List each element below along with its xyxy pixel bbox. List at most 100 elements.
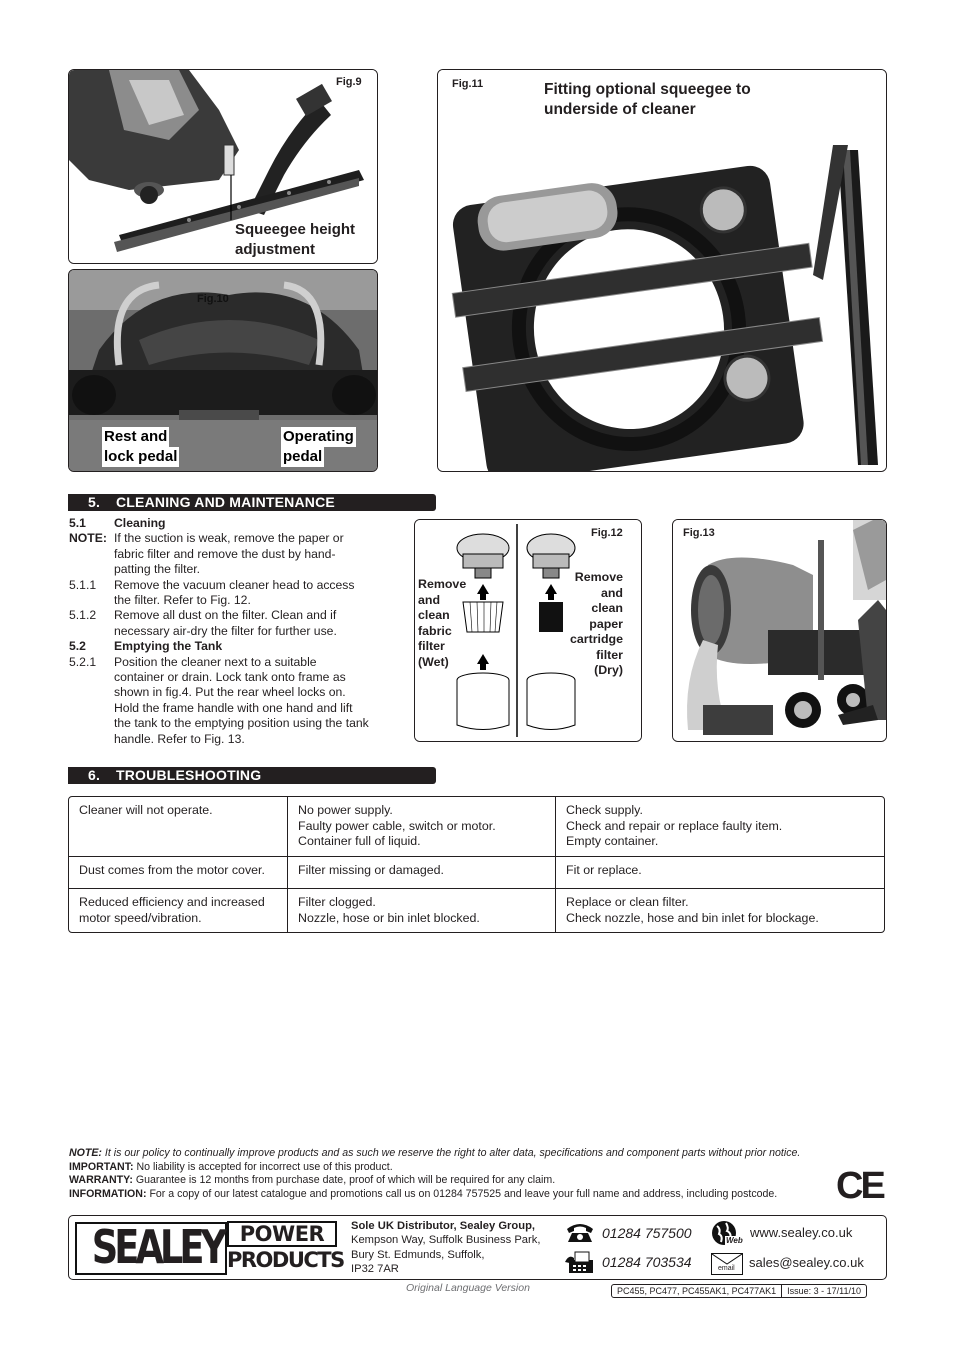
remedy-cell: Fit or replace.	[556, 857, 884, 889]
fig11-title-line1: Fitting optional squeegee to	[544, 81, 751, 98]
item-text: If the suction is weak, remove the paper…	[114, 531, 344, 577]
ce-mark: CE	[836, 1165, 886, 1207]
fig9-caption: Squeegee height adjustment	[235, 220, 355, 260]
envelope-icon	[712, 1254, 742, 1265]
remedy-cell: Check supply.Check and repair or replace…	[556, 797, 884, 857]
fig12-right-line: cartridge	[569, 632, 623, 646]
fig12-right-line: clean	[591, 601, 623, 615]
distributor: Sole UK Distributor, Sealey Group,	[351, 1220, 536, 1232]
fig12-label: Fig.12	[591, 527, 623, 539]
warranty-note: WARRANTY: Guarantee is 12 months from pu…	[69, 1174, 555, 1188]
fig12-right-line: (Dry)	[594, 663, 623, 677]
fig12-right-line: Remove	[574, 570, 623, 584]
figure-9: Fig.9 Squeegee height adjustment	[68, 69, 378, 264]
model-codes: PC455, PC477, PC455AK1, PC477AK1	[617, 1286, 777, 1296]
web-link[interactable]: www.sealey.co.uk	[750, 1225, 853, 1240]
table-row: Dust comes from the motor cover. Filter …	[69, 857, 884, 889]
note-text: It is our policy to continually improve …	[104, 1147, 801, 1159]
cell-line: Filter clogged.	[298, 895, 376, 909]
fig13-label: Fig.13	[683, 527, 715, 539]
cell-line: Nozzle, hose or bin inlet blocked.	[298, 910, 480, 925]
fig12-left-line: fabric	[418, 623, 452, 638]
figure-12: Fig.12 Remove and clean fabric filter (W…	[414, 519, 642, 742]
fig11-title-line2: underside of cleaner	[544, 101, 696, 118]
cell-line: Check supply.	[566, 803, 643, 817]
problem-cell: Dust comes from the motor cover.	[69, 857, 288, 889]
section-6-title: TROUBLESHOOTING	[116, 767, 262, 783]
logo-brand: SEALEY	[91, 1220, 227, 1274]
section-6-number: 6.	[88, 767, 101, 783]
fig10-caption-left: Rest and lock pedal	[102, 427, 180, 467]
figure-10: Fig.10 Rest and lock pedal Operating ped…	[68, 269, 378, 472]
fig9-caption-line1: Squeegee height	[235, 221, 356, 238]
cell-line: Replace or clean filter.	[566, 895, 689, 909]
email-icon-label: email	[718, 1265, 735, 1272]
cell-line: Fit or replace.	[566, 863, 642, 877]
web-icon-label: Web	[725, 1236, 744, 1245]
fig10-caption-right: Operating pedal	[281, 427, 356, 467]
fig12-left-line: and	[418, 592, 441, 607]
section-5-number: 5.	[88, 494, 101, 510]
warranty-label: WARRANTY:	[69, 1174, 133, 1186]
information-label: INFORMATION:	[69, 1188, 147, 1200]
item-note: NOTE:If the suction is weak, remove the …	[69, 531, 369, 577]
cell-line: Check and repair or replace faulty item.	[566, 818, 783, 833]
fig11-title: Fitting optional squeegee to underside o…	[544, 80, 751, 120]
address-line: Bury St. Edmunds, Suffolk,	[351, 1248, 485, 1261]
fig12-right-caption: Remove and clean paper cartridge filter …	[570, 570, 623, 679]
item-text: Position the cleaner next to a suitable …	[114, 654, 369, 746]
fax-icon	[565, 1251, 593, 1273]
policy-note: NOTE: It is our policy to continually im…	[69, 1147, 800, 1161]
underside-photo	[438, 70, 886, 471]
globe-web-icon: Web	[711, 1220, 745, 1246]
item-num: 5.2	[69, 639, 86, 654]
fig12-left-line: filter	[418, 639, 445, 653]
item-5-2-1: 5.2.1 Position the cleaner next to a suit…	[69, 655, 369, 747]
important-note: IMPORTANT: No liability is accepted for …	[69, 1161, 393, 1175]
cell-line: Dust comes from the motor cover.	[79, 863, 265, 877]
cell-line: Container full of liquid.	[298, 834, 421, 848]
logo-power: POWER	[227, 1221, 337, 1247]
cell-line: Check nozzle, hose and bin inlet for blo…	[566, 910, 819, 925]
power-products-logo: POWER PRODUCTS	[227, 1221, 345, 1273]
model-issue-box: PC455, PC477, PC455AK1, PC477AK1 Issue: …	[611, 1284, 867, 1298]
cell-line: Filter missing or damaged.	[298, 863, 444, 877]
fig12-left-line: Remove	[418, 577, 467, 591]
cell-line: motor speed/vibration.	[79, 910, 202, 925]
fig9-caption-line2: adjustment	[235, 241, 316, 258]
fax-number: 01284 703534	[602, 1254, 692, 1270]
cause-cell: Filter missing or damaged.	[288, 857, 556, 889]
item-text: Cleaning	[114, 516, 166, 530]
fig12-right-line: paper	[589, 616, 623, 631]
address-line: Kempson Way, Suffolk Business Park,	[351, 1234, 541, 1247]
item-text: Remove all dust on the filter. Clean and…	[114, 608, 337, 638]
section-5-heading: 5.CLEANING AND MAINTENANCE	[68, 494, 436, 511]
problem-cell: Cleaner will not operate.	[69, 797, 288, 857]
filter-diagram	[415, 520, 641, 741]
logo-products: PRODUCTS	[227, 1248, 345, 1272]
important-text: No liability is accepted for incorrect u…	[136, 1161, 393, 1173]
cell-line: Cleaner will not operate.	[79, 803, 213, 817]
troubleshooting-table: Cleaner will not operate. No power suppl…	[68, 796, 885, 933]
item-5-1: 5.1 Cleaning	[69, 516, 369, 531]
original-language: Original Language Version	[406, 1282, 530, 1294]
fig10-right-line2: pedal	[281, 447, 325, 467]
item-num: 5.2.1	[69, 654, 97, 669]
item-num: 5.1	[69, 516, 86, 530]
email-link[interactable]: sales@sealey.co.uk	[749, 1255, 864, 1270]
squeegee-photo	[69, 70, 377, 263]
remedy-cell: Replace or clean filter.Check nozzle, ho…	[556, 889, 884, 932]
fig12-left-caption: Remove and clean fabric filter (Wet)	[418, 577, 466, 670]
fig9-label: Fig.9	[336, 76, 362, 88]
warranty-text: Guarantee is 12 months from purchase dat…	[135, 1174, 556, 1186]
fig10-right-line1: Operating	[281, 427, 356, 447]
fig12-left-line: (Wet)	[418, 654, 449, 669]
item-num: 5.1.1	[69, 577, 97, 592]
fig11-label: Fig.11	[452, 78, 484, 90]
cell-line: Empty container.	[566, 834, 659, 848]
footer-box: SEALEY POWER PRODUCTS Sole UK Distributo…	[68, 1215, 887, 1280]
section-5-body: 5.1 Cleaning NOTE:If the suction is weak,…	[69, 516, 369, 747]
